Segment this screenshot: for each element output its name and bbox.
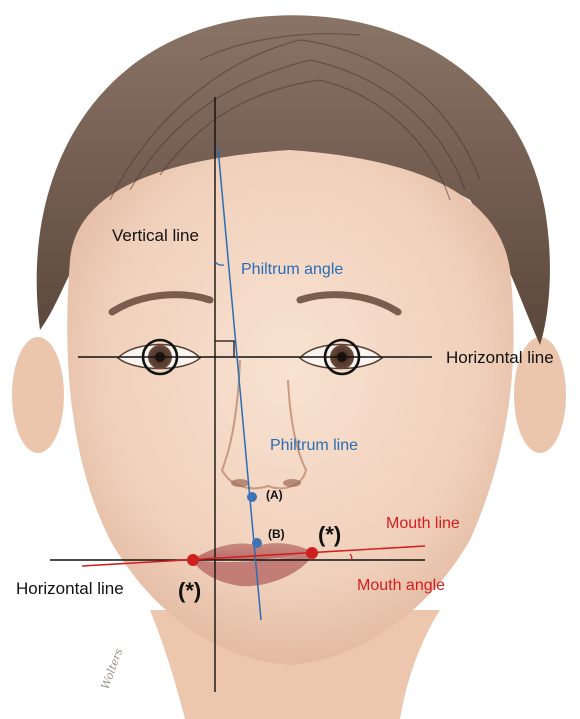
nostril-right <box>283 479 301 487</box>
left-ear <box>12 337 64 453</box>
horizontal-line-mouth-label: Horizontal line <box>16 579 124 598</box>
artist-signature: Wolters <box>99 646 126 691</box>
horizontal-line-eyes-label: Horizontal line <box>446 348 554 367</box>
point-b <box>252 538 262 548</box>
mouth-corner-left-label: (*) <box>178 578 201 603</box>
point-b-label: (B) <box>268 527 285 541</box>
nostril-left <box>231 479 249 487</box>
mouth-line-label: Mouth line <box>386 515 460 532</box>
mouth-corner-right <box>306 547 318 559</box>
vertical-line-label: Vertical line <box>112 226 199 245</box>
mouth-angle-label: Mouth angle <box>357 577 445 594</box>
philtrum-line-label: Philtrum line <box>270 437 358 454</box>
mouth-corner-right-label: (*) <box>318 522 341 547</box>
philtrum-angle-label: Philtrum angle <box>241 261 343 278</box>
mouth-corner-left <box>187 554 199 566</box>
point-a <box>247 492 257 502</box>
point-a-label: (A) <box>266 488 283 502</box>
